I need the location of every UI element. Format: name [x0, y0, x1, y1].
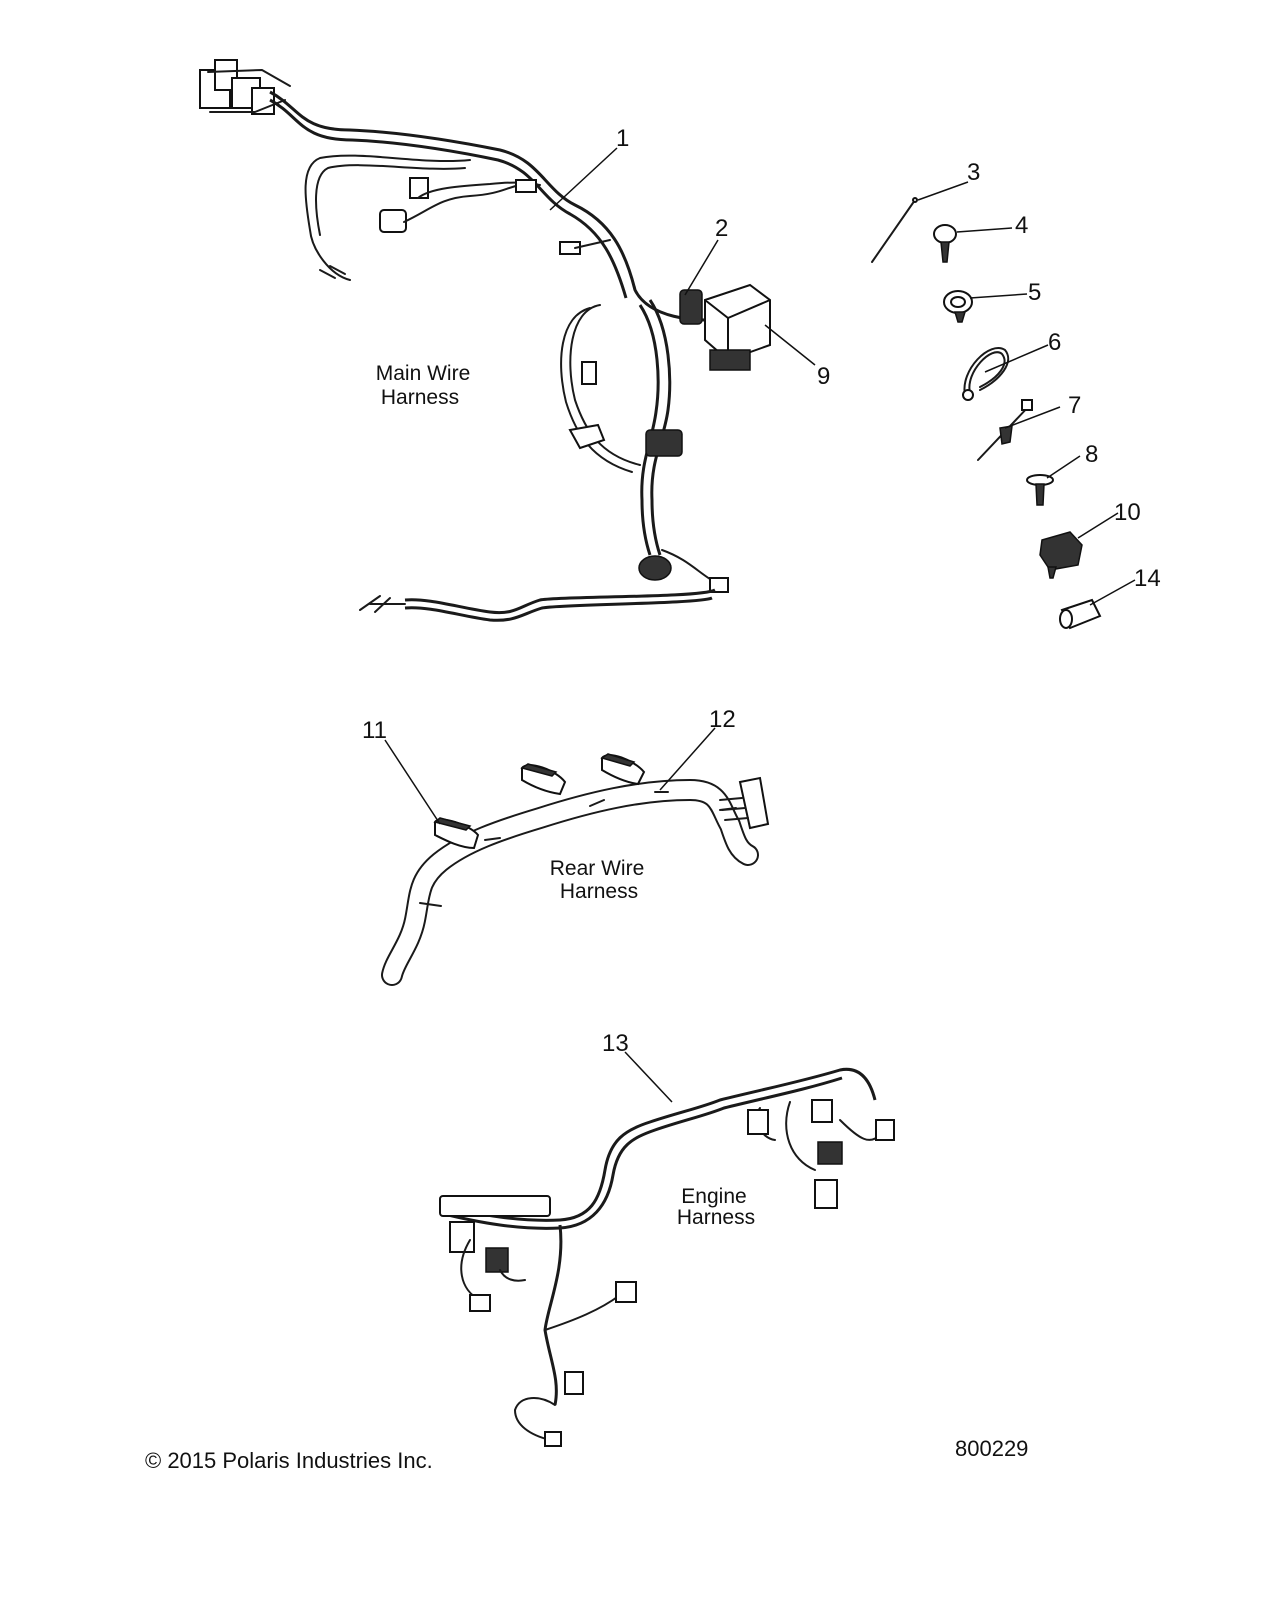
callout-13: 13 — [602, 1030, 629, 1057]
callout-5: 5 — [1028, 279, 1041, 306]
push-rivet — [1026, 474, 1054, 506]
callout-numbers: 1 2 3 4 5 6 7 8 9 10 11 12 13 14 — [362, 125, 1161, 1057]
engine-harness-label-line1: Engine — [681, 1185, 746, 1208]
drawing-number: 800229 — [955, 1436, 1028, 1461]
harness-labels: Main Wire Harness Rear Wire Harness Engi… — [376, 362, 755, 1229]
small-parts — [871, 197, 1102, 630]
wire-clip — [943, 290, 973, 323]
rear-harness-connector — [719, 776, 770, 830]
cable-tie-mount — [977, 399, 1033, 461]
callout-8: 8 — [1085, 441, 1098, 468]
rear-harness-clip — [433, 817, 480, 850]
main-harness-top-connector-cluster — [199, 59, 291, 115]
callout-11: 11 — [362, 717, 387, 744]
leader-lines — [384, 147, 1136, 1103]
engine-harness — [439, 1067, 895, 1447]
copyright-text: © 2015 Polaris Industries Inc. — [145, 1448, 433, 1473]
main-harness-label-line1: Main Wire — [376, 362, 471, 385]
callout-2: 2 — [715, 215, 728, 242]
callout-6: 6 — [1048, 329, 1061, 356]
callout-10: 10 — [1114, 499, 1141, 526]
callout-1: 1 — [616, 125, 629, 152]
cable-tie — [871, 197, 918, 263]
callout-7: 7 — [1068, 392, 1081, 419]
rear-wire-harness — [381, 753, 770, 986]
main-harness-label-line2: Harness — [381, 386, 459, 409]
callout-12: 12 — [709, 706, 736, 733]
hose-clamp-strap — [962, 347, 1010, 401]
push-rivet-clip — [933, 224, 957, 263]
rear-harness-label-line2: Harness — [560, 880, 638, 903]
callout-4: 4 — [1015, 212, 1028, 239]
edge-connector-clip — [1039, 531, 1083, 579]
fuse-box — [704, 283, 771, 371]
rear-harness-clip-3 — [600, 753, 646, 786]
callout-9: 9 — [817, 363, 830, 390]
callout-14: 14 — [1134, 565, 1161, 592]
spacer — [1059, 598, 1102, 630]
engine-harness-label-line2: Harness — [677, 1206, 755, 1229]
rear-harness-label-line1: Rear Wire — [550, 857, 645, 880]
main-wire-harness — [199, 59, 771, 622]
callout-3: 3 — [967, 159, 980, 186]
rear-harness-clip-2 — [520, 763, 567, 796]
